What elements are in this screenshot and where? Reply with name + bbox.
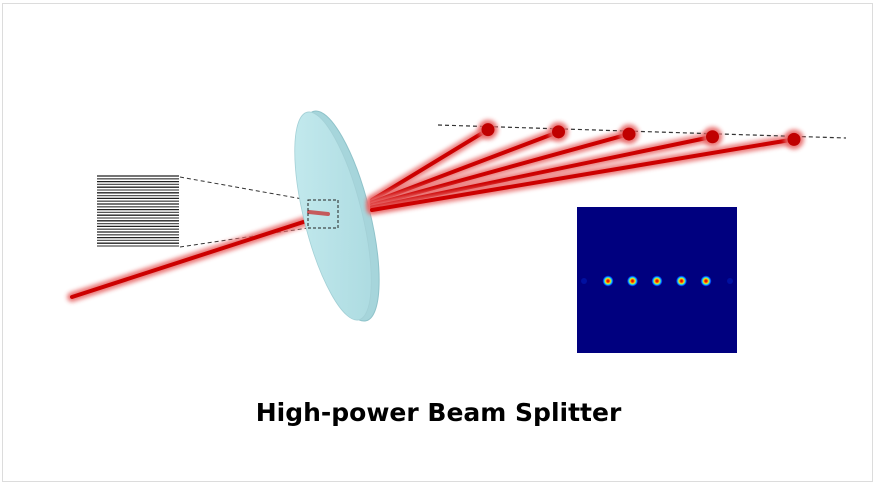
inset-spot xyxy=(676,275,687,287)
grating-detail xyxy=(97,175,179,247)
output-spot xyxy=(552,125,565,139)
inset-faint-spot xyxy=(581,278,587,284)
inset-spot xyxy=(651,275,663,287)
output-spot xyxy=(622,127,636,141)
intensity-inset xyxy=(577,207,737,353)
inset-spot xyxy=(602,275,614,287)
spot-alignment-line xyxy=(437,124,847,139)
beam-splitter xyxy=(294,110,380,322)
output-beam xyxy=(370,127,490,202)
splitter-front-face xyxy=(294,111,372,321)
output-spot xyxy=(706,130,719,144)
input-beam xyxy=(67,209,333,302)
output-spots xyxy=(478,119,804,150)
output-spot xyxy=(481,123,495,137)
diagram-title: High-power Beam Splitter xyxy=(255,398,622,427)
inset-spot xyxy=(700,275,712,287)
inset-spot xyxy=(627,275,638,287)
output-spot xyxy=(787,132,801,146)
output-beam xyxy=(370,137,796,212)
output-beams xyxy=(367,124,799,215)
zoom-guide-top xyxy=(179,176,309,201)
zoom-region-box xyxy=(307,199,339,229)
inset-faint-spot xyxy=(727,278,733,284)
output-beam xyxy=(370,129,561,205)
output-beam xyxy=(370,132,631,207)
inset-spots xyxy=(581,275,733,287)
